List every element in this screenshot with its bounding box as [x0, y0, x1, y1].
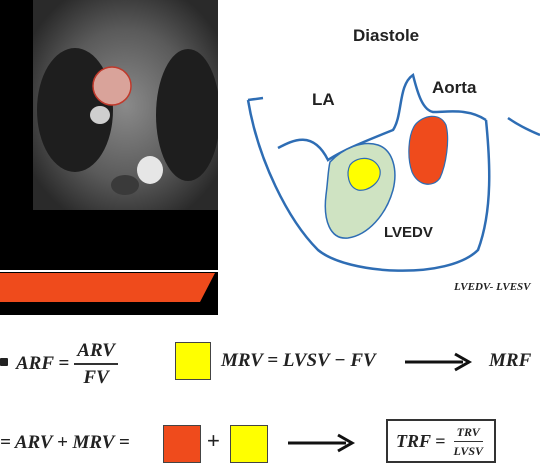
- aortic-region: [408, 115, 449, 185]
- bullet-arrow: [0, 358, 8, 366]
- arrow-right-icon-2: [288, 433, 356, 453]
- heart-outline: [246, 99, 491, 272]
- trf-fraction: TRV LVSV: [450, 426, 486, 457]
- mitral-region: [347, 157, 381, 191]
- plus-sign: +: [207, 428, 220, 453]
- label-la: LA: [312, 90, 335, 109]
- diagram-title: Diastole: [353, 26, 420, 45]
- arf-denominator: FV: [83, 367, 109, 388]
- mrf-result: MRF: [489, 350, 532, 371]
- arf-lhs: ARF =: [16, 353, 70, 374]
- mrv-equation: MRV = LVSV − FV: [221, 350, 376, 371]
- roi-circle: [92, 66, 132, 106]
- heart-diagram: [246, 72, 540, 272]
- formula-cut: LVEDV- LVESV: [454, 281, 531, 293]
- trf-equation-box: TRF = TRV LVSV: [386, 419, 497, 463]
- arf-equation: ARF = ARV FV: [16, 341, 118, 387]
- red-swatch: [163, 425, 201, 463]
- red-banner: [0, 273, 215, 302]
- yellow-swatch: [175, 342, 211, 380]
- trf-denominator: LVSV: [453, 443, 484, 458]
- arrow-right-icon: [405, 352, 473, 372]
- label-lvedv: LVEDV: [384, 224, 433, 241]
- trf-numerator: TRV: [453, 426, 483, 442]
- arf-fraction: ARV FV: [74, 341, 118, 387]
- mri-image: [0, 0, 220, 302]
- arf-numerator: ARV: [74, 341, 118, 365]
- mri-panel: [0, 0, 220, 315]
- trf-lhs: TRF =: [396, 430, 446, 451]
- sum-equation: = ARV + MRV =: [0, 432, 130, 453]
- yellow-swatch-2: [230, 425, 268, 463]
- label-aorta: Aorta: [432, 78, 477, 97]
